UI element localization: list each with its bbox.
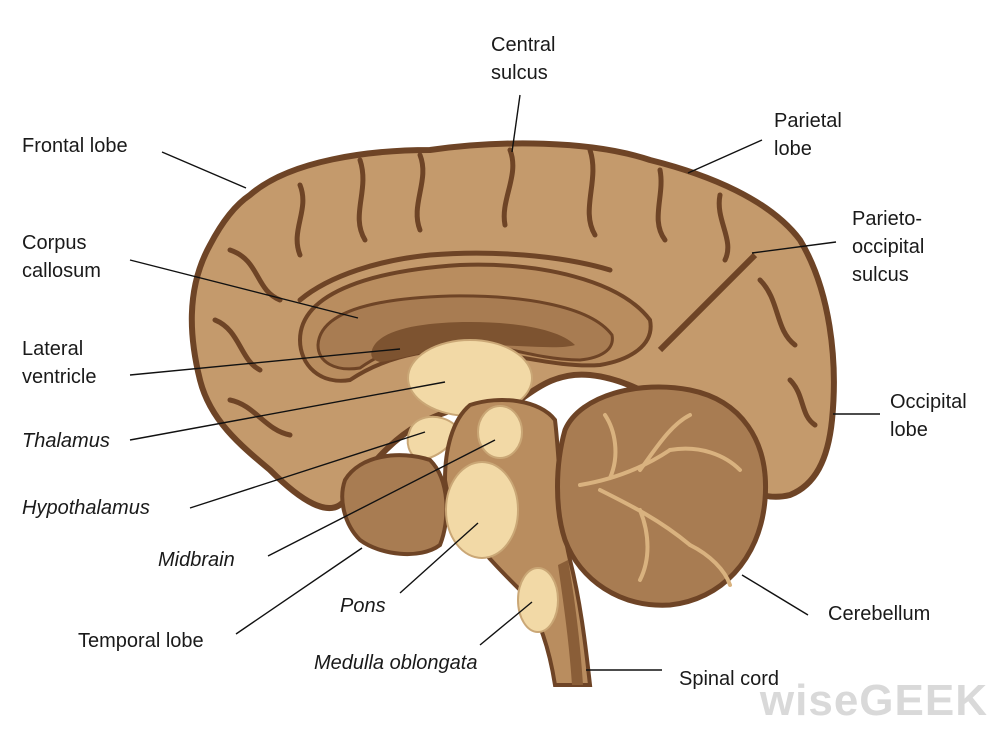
label-pons: Pons bbox=[340, 595, 386, 617]
temporal-lobe bbox=[340, 453, 449, 557]
leader-midbrain bbox=[267, 439, 496, 557]
label-midbrain: Midbrain bbox=[158, 549, 235, 571]
leader-hypothalamus bbox=[189, 431, 426, 509]
leader-central-sulcus bbox=[511, 94, 521, 153]
spinal-cord bbox=[558, 560, 583, 685]
leader-temporal-lobe bbox=[235, 547, 363, 635]
label-frontal-lobe: Frontal lobe bbox=[22, 135, 128, 157]
label-parieto-occipital-sulcus: Parieto- occipital sulcus bbox=[852, 208, 925, 286]
pons bbox=[445, 461, 519, 559]
watermark-logo: wiseGEEK bbox=[759, 676, 988, 725]
parieto-occipital-sulcus-line bbox=[657, 252, 758, 353]
label-temporal-lobe: Temporal lobe bbox=[78, 630, 204, 652]
brainstem bbox=[442, 398, 593, 687]
cerebellum bbox=[555, 384, 769, 608]
label-spinal-cord: Spinal cord bbox=[679, 668, 780, 690]
leader-thalamus bbox=[129, 381, 446, 441]
label-parietal-lobe: Parietal lobe bbox=[774, 110, 842, 160]
label-occipital-lobe: Occipital lobe bbox=[890, 391, 967, 441]
leader-lateral-ventricle bbox=[129, 348, 401, 376]
label-central-sulcus: Central sulcus bbox=[491, 34, 556, 84]
label-corpus-callosum: Corpus callosum bbox=[22, 232, 101, 282]
leader-cerebellum bbox=[741, 574, 809, 616]
medulla-oblongata bbox=[517, 567, 559, 633]
leader-pons bbox=[399, 522, 479, 594]
label-thalamus: Thalamus bbox=[22, 430, 110, 452]
leader-corpus-callosum bbox=[129, 259, 359, 319]
label-hypothalamus: Hypothalamus bbox=[22, 497, 150, 519]
leader-lines bbox=[129, 94, 880, 671]
leader-frontal-lobe bbox=[161, 151, 247, 189]
label-lateral-ventricle: Lateral ventricle bbox=[22, 338, 97, 388]
leader-parieto-occipital-sulcus bbox=[751, 241, 837, 254]
leader-parietal-lobe bbox=[687, 139, 763, 174]
leader-medulla-oblongata bbox=[479, 601, 533, 646]
label-medulla-oblongata: Medulla oblongata bbox=[314, 652, 478, 674]
cerebellum-shape bbox=[555, 384, 769, 608]
midbrain bbox=[477, 405, 523, 459]
label-cerebellum: Cerebellum bbox=[828, 603, 931, 625]
arbor-vitae bbox=[578, 413, 742, 587]
